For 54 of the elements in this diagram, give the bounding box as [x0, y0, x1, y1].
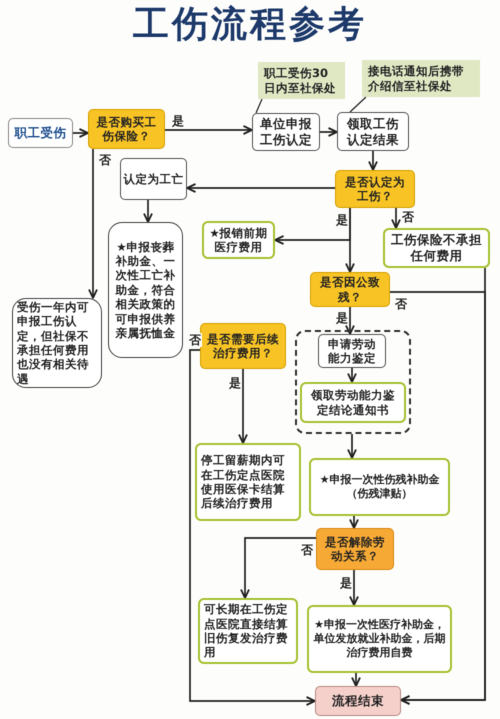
- decision-box: 是否认定为工伤？: [335, 170, 415, 208]
- decision-box: 是否因公致残？: [310, 272, 390, 307]
- edge-label: 否: [98, 153, 112, 167]
- edge-label: 是: [228, 376, 242, 390]
- arrow: [345, 208, 355, 273]
- process-box: 单位申报工伤认定: [252, 113, 320, 151]
- arrow: [345, 307, 355, 335]
- edge-label: 是: [335, 213, 349, 227]
- arrow: [186, 183, 335, 193]
- arrow: [88, 149, 98, 299]
- process-box: 工伤保险不承担任何费用: [383, 228, 490, 268]
- process-box: 领取工伤认定结果: [337, 112, 409, 151]
- arrow: [391, 208, 401, 229]
- edge-label: 否: [188, 333, 202, 347]
- edge-label: 是: [171, 114, 185, 128]
- process-box: 受伤一年内可申报工伤认定，但社保不承担任何费用也没有相关待遇: [12, 298, 102, 388]
- process-box: 停工留薪期内可在工伤定点医院使用医保卡结算后续治疗费用: [195, 443, 301, 521]
- arrow: [238, 369, 248, 444]
- decision-box: 是否购买工伤保险？: [88, 109, 165, 149]
- process-box: 领取劳动能力鉴定结论通知书: [300, 382, 406, 423]
- leader-line: [255, 98, 263, 114]
- decision-box: 是否需要后续治疗费用？: [200, 323, 286, 369]
- process-box: ★申报丧葬补助金、一次性工亡补助金，符合相关政策的可申报供养亲属抚恤金: [108, 222, 183, 358]
- process-box: 认定为工亡: [120, 158, 187, 200]
- arrow: [165, 125, 253, 135]
- title: 工伤流程参考: [132, 4, 368, 46]
- arrow: [189, 349, 316, 706]
- note-box: 接电话通知后携带介绍信至社保处: [362, 60, 480, 97]
- arrow: [143, 200, 153, 223]
- process-box: ★报销前期医疗费用: [202, 221, 275, 259]
- arrow: [347, 368, 357, 383]
- edge-label: 否: [300, 543, 314, 557]
- dashed-group-box: [295, 330, 411, 434]
- process-box: ★申报一次性伤残补助金（伤残津贴）: [309, 458, 450, 516]
- edge-label: 是: [335, 311, 349, 325]
- decision-box: 是否解除劳动关系？: [316, 528, 394, 570]
- arrow: [351, 673, 361, 687]
- process-box: 申请劳动能力鉴定: [318, 334, 386, 368]
- process-box: ★申报一次性医疗补助金，单位发放就业补助金，后期治疗费用自费: [307, 605, 452, 673]
- arrow: [73, 128, 89, 138]
- leader-line: [350, 96, 366, 112]
- edge-label: 否: [401, 210, 415, 224]
- arrow: [368, 151, 378, 171]
- arrow: [320, 127, 338, 137]
- edge-label: 否: [394, 297, 408, 311]
- arrow: [349, 516, 359, 529]
- edge-label: 是: [339, 576, 353, 590]
- arrow: [240, 537, 316, 599]
- arrow: [347, 434, 357, 459]
- start-box: 职工受伤: [8, 118, 73, 148]
- arrow: [349, 570, 359, 606]
- end-box: 流程结束: [315, 686, 401, 716]
- note-box: 职工受伤30日内至社保处: [258, 62, 345, 99]
- process-box: 可长期在工伤定点医院直接结算旧伤复发治疗费用: [198, 598, 298, 664]
